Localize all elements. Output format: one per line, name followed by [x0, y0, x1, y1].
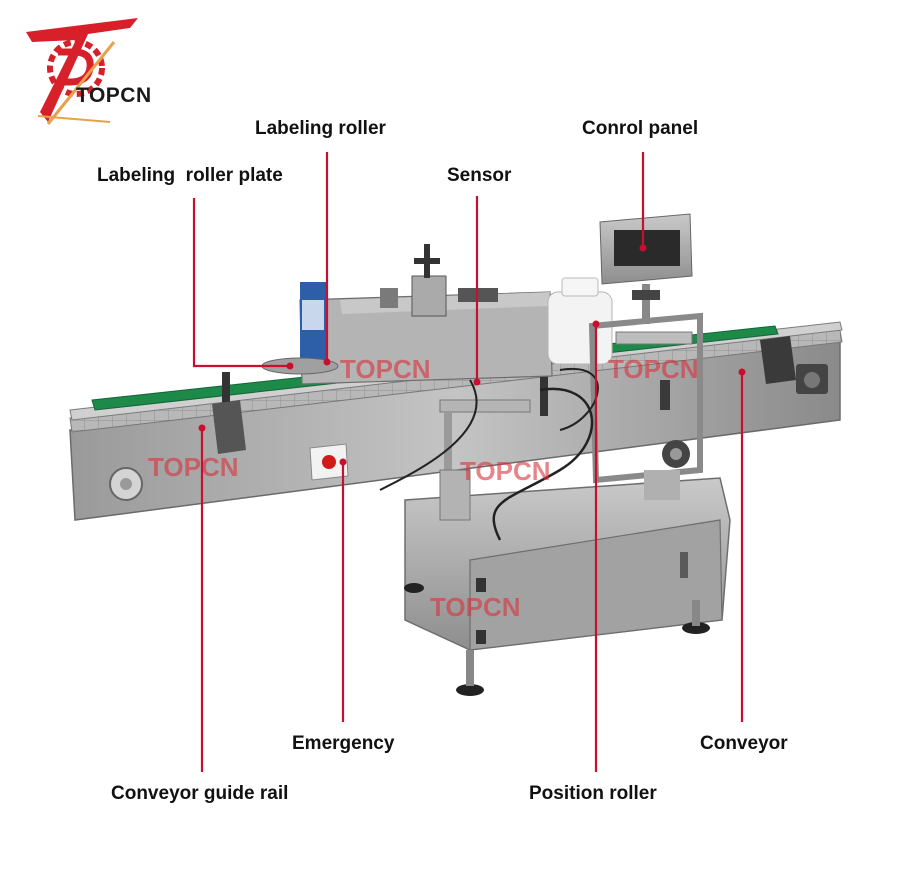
control-panel	[599, 213, 693, 324]
watermark-2: TOPCN	[608, 354, 699, 384]
label-conveyor-guide-rail: Conveyor guide rail	[111, 783, 289, 804]
sensor-arm	[379, 367, 599, 541]
watermark-3: TOPCN	[148, 452, 239, 482]
label-labeling-roller: Labeling roller	[255, 118, 386, 139]
watermark-5: TOPCN	[430, 592, 521, 622]
label-emergency: Emergency	[292, 733, 395, 754]
leader-lines	[192, 152, 744, 772]
emergency-button	[309, 443, 349, 481]
topcn-logo-icon	[26, 18, 138, 125]
labeling-head	[261, 244, 553, 385]
leader-dots	[198, 244, 746, 466]
bottle	[547, 277, 613, 365]
leader-roller-plate	[192, 198, 290, 368]
watermarks: TOPCN TOPCN TOPCN TOPCN TOPCN	[148, 354, 699, 622]
label-labeling-roller-plate: Labeling roller plate	[97, 165, 283, 186]
watermark-4: TOPCN	[460, 456, 551, 486]
label-conveyor: Conveyor	[700, 733, 788, 754]
machine-cabinet	[404, 477, 731, 696]
label-sensor: Sensor	[447, 165, 512, 186]
brand-name: TOPCN	[76, 84, 152, 107]
label-position-roller: Position roller	[529, 783, 657, 804]
watermark-1: TOPCN	[340, 354, 431, 384]
label-control-panel: Conrol panel	[582, 118, 699, 139]
position-roller-frame	[588, 312, 703, 500]
